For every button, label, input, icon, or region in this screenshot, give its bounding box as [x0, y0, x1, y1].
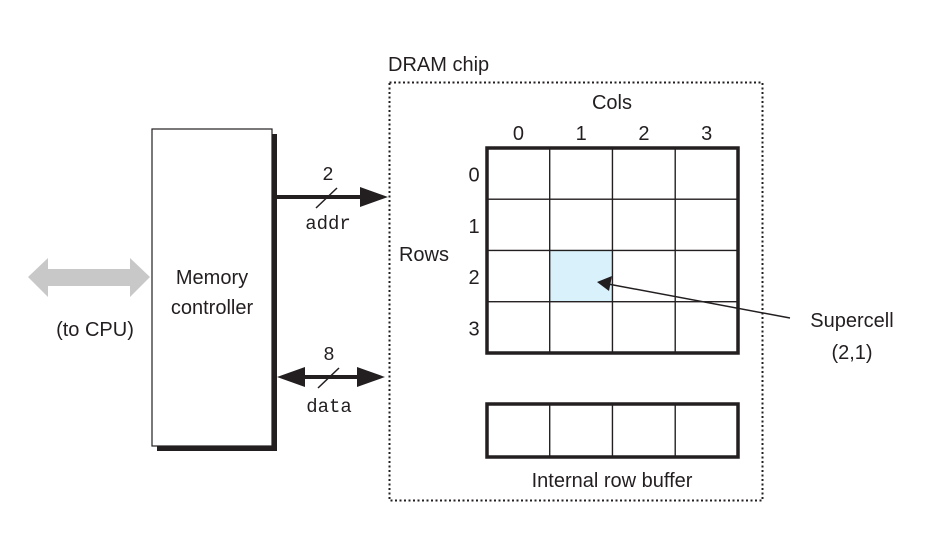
- row-index-label: 1: [468, 216, 479, 238]
- memory-controller-label-line2: controller: [171, 297, 254, 319]
- dram-cell: [549, 301, 614, 354]
- supercell-label-line2: (2,1): [831, 342, 872, 364]
- cols-label: Cols: [592, 92, 632, 114]
- addr-bus-label: addr: [305, 213, 351, 235]
- dram-cell: [611, 198, 676, 252]
- dram-cell: [674, 249, 739, 303]
- dram-cell: [611, 249, 676, 303]
- dram-chip-title: DRAM chip: [388, 54, 489, 76]
- data-bus: 8 data: [277, 344, 385, 418]
- dram-cell: [611, 147, 676, 200]
- dram-cell-array-border: [485, 146, 740, 355]
- row-buffer-label: Internal row buffer: [532, 470, 693, 492]
- dram-cell: [486, 249, 551, 303]
- dram-cell: [549, 147, 614, 200]
- row-buffer-cell: [486, 403, 551, 458]
- row-index-label: 0: [468, 165, 479, 187]
- supercell-pointer-arrowhead-icon: [597, 276, 612, 291]
- cpu-double-arrow-icon: [28, 258, 150, 297]
- data-bus-slash: [317, 367, 340, 389]
- row-buffer-cell: [549, 403, 614, 458]
- memory-controller: Memory controller: [151, 128, 277, 451]
- dram-cell: [486, 198, 551, 252]
- data-bus-width: 8: [323, 344, 334, 366]
- data-arrowhead-left-icon: [277, 367, 305, 387]
- supercell: [549, 249, 614, 303]
- memory-controller-box: [151, 128, 273, 447]
- addr-bus-width: 2: [322, 164, 333, 186]
- dram-cell-array: [485, 146, 740, 355]
- dram-cell: [674, 198, 739, 252]
- cpu-label: (to CPU): [56, 319, 134, 341]
- row-index-label: 3: [468, 318, 479, 340]
- dram-chip-border: [388, 81, 764, 502]
- dram-cell: [674, 301, 739, 354]
- dram-cell: [486, 301, 551, 354]
- col-index-label: 1: [576, 123, 587, 145]
- row-index-label: 2: [468, 267, 479, 289]
- col-index-label: 0: [513, 123, 524, 145]
- row-buffer-border: [485, 402, 740, 459]
- dram-cell: [549, 198, 614, 252]
- dram-cell: [611, 301, 676, 354]
- addr-bus: 2 addr: [276, 164, 388, 235]
- data-bus-label: data: [306, 396, 352, 418]
- row-index-labels: 0 1 2 3: [468, 165, 479, 341]
- dram-cell: [486, 147, 551, 200]
- rows-label: Rows: [399, 244, 449, 266]
- data-arrowhead-right-icon: [357, 367, 385, 387]
- memory-controller-label-line1: Memory: [176, 267, 248, 289]
- row-buffer-cell: [611, 403, 676, 458]
- row-buffer-cell: [674, 403, 739, 458]
- col-index-labels: 0 1 2 3: [513, 123, 712, 145]
- col-index-label: 3: [701, 123, 712, 145]
- addr-arrowhead-icon: [360, 187, 388, 207]
- internal-row-buffer: [485, 402, 740, 459]
- col-index-label: 2: [638, 123, 649, 145]
- supercell-label-line1: Supercell: [810, 310, 893, 332]
- dram-cell: [674, 147, 739, 200]
- supercell-pointer-line: [607, 283, 791, 319]
- addr-bus-slash: [315, 187, 338, 209]
